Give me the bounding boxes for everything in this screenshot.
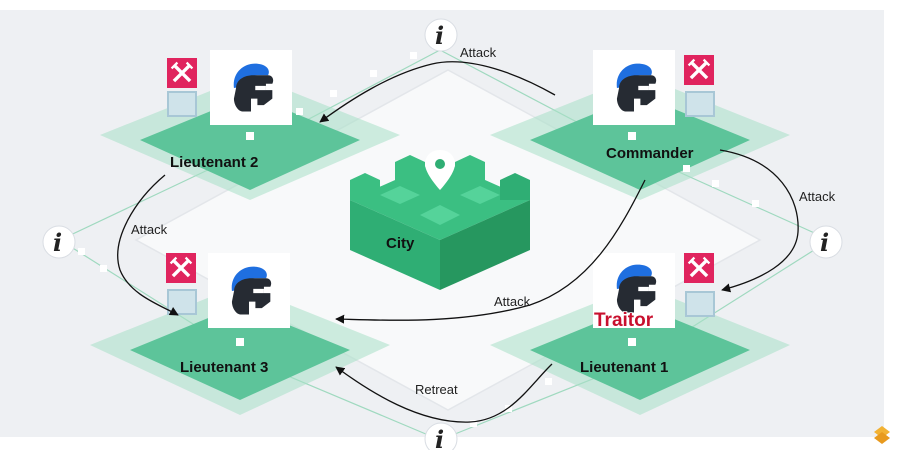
lieutenant-3-card [164, 253, 290, 328]
arrow-lieutenant-1-to-lieutenant-3 [335, 363, 553, 423]
commander-card [593, 50, 716, 125]
location-pin-icon [425, 150, 455, 190]
city-label: City [386, 235, 415, 252]
lieutenant-2-label: Lieutenant 2 [170, 154, 258, 171]
title-strip [0, 0, 897, 10]
svg-text:i: i [435, 21, 444, 50]
info-icon[interactable]: i [424, 422, 458, 450]
tile-lieutenant-3 [90, 285, 390, 415]
arrow-lieutenant-2-to-lieutenant-3 [117, 174, 179, 316]
crossed-swords-icon [682, 55, 716, 85]
shield-icon [685, 291, 715, 317]
edge-label-commander-lieutenant-2: Attack [460, 45, 497, 60]
crossed-swords-icon [164, 253, 198, 283]
lieutenant-1-label: Lieutenant 1 [580, 359, 668, 376]
lieutenant-3-label: Lieutenant 3 [180, 359, 268, 376]
lieutenant-2-card [165, 50, 292, 125]
edge-label-lieutenant-1-lieutenant-3: Retreat [415, 382, 458, 397]
city-castle-icon [350, 155, 530, 290]
arrow-commander-to-lieutenant-3 [335, 179, 646, 324]
edge-label-lieutenant-2-lieutenant-3: Attack [131, 222, 168, 237]
shield-icon [685, 91, 715, 117]
commander-label: Commander [606, 145, 694, 162]
info-icon[interactable]: i [424, 18, 458, 52]
svg-text:i: i [820, 228, 829, 257]
tile-lieutenant-1 [490, 285, 790, 415]
arrow-commander-to-lieutenant-1 [719, 149, 799, 293]
crossed-swords-icon [682, 253, 716, 283]
right-frame [884, 10, 897, 450]
connector-dots [78, 52, 759, 427]
info-icon[interactable]: i [809, 225, 843, 259]
shield-icon [167, 289, 197, 315]
info-icon[interactable]: i [42, 225, 76, 259]
arrow-commander-to-lieutenant-2 [319, 61, 556, 123]
svg-text:i: i [435, 425, 444, 450]
edge-label-commander-lieutenant-3: Attack [494, 294, 531, 309]
edge-label-commander-lieutenant-1: Attack [799, 189, 836, 204]
lieutenant-1-card: Traitor [593, 253, 716, 332]
shield-icon [167, 91, 197, 117]
svg-text:i: i [53, 228, 62, 257]
traitor-badge: Traitor [594, 310, 654, 331]
corner-logo-icon [874, 426, 890, 444]
crossed-swords-icon [165, 58, 199, 88]
